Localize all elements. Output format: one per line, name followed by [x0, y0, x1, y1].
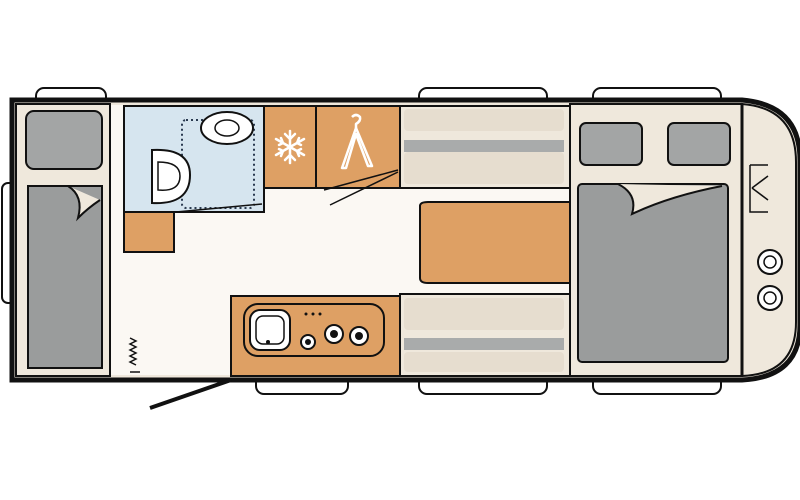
corner-cabinet	[123, 211, 175, 253]
spring-icon	[128, 337, 138, 366]
front-bed-fold	[617, 183, 723, 216]
rear-bed-fold	[67, 185, 101, 222]
door-leaf	[149, 378, 232, 410]
fridge	[263, 105, 317, 189]
front-wall	[741, 102, 797, 378]
kitchen	[230, 295, 401, 377]
bench-bottom-seat	[404, 298, 564, 330]
wardrobe-cabinet	[315, 105, 401, 189]
bench-top-backrest	[404, 109, 564, 131]
wardrobe-door-1	[323, 169, 399, 191]
dining-table	[419, 201, 571, 284]
front-bed-mattress	[577, 183, 729, 363]
speaker-icon	[757, 249, 783, 311]
snowflake-icon	[274, 129, 306, 165]
knob-3	[318, 312, 322, 316]
sink-drain	[266, 340, 270, 344]
bench-bottom	[399, 293, 571, 377]
front-double-bed	[569, 103, 743, 377]
rear-single-bed	[15, 103, 111, 377]
hanger-icon	[340, 113, 374, 170]
rear-bed-mattress	[27, 185, 103, 369]
bench-top	[399, 105, 571, 189]
burner-3-core	[355, 332, 363, 340]
bench-top-seat	[404, 152, 564, 184]
front-bed-pillow-2	[667, 122, 731, 166]
burner-2-core	[330, 330, 338, 338]
rear-bed-pillow	[25, 110, 103, 170]
burner-1-core	[305, 339, 311, 345]
front-bed-pillow-1	[579, 122, 643, 166]
kitchen-sink-basin	[255, 315, 285, 345]
bench-bottom-stripe	[404, 338, 564, 350]
wardrobe	[315, 105, 401, 206]
bathroom	[123, 105, 265, 213]
tv-icon	[749, 164, 769, 213]
bench-bottom-backrest	[404, 352, 564, 372]
knob-1	[304, 312, 308, 316]
toilet-bowl	[157, 161, 181, 191]
knob-2	[311, 312, 315, 316]
front-equipment	[749, 164, 783, 311]
bathroom-door	[175, 203, 263, 213]
entry-door	[128, 337, 232, 410]
wash-basin-bowl	[214, 119, 240, 137]
wardrobe-door-2	[329, 171, 399, 206]
bench-top-stripe	[404, 140, 564, 152]
